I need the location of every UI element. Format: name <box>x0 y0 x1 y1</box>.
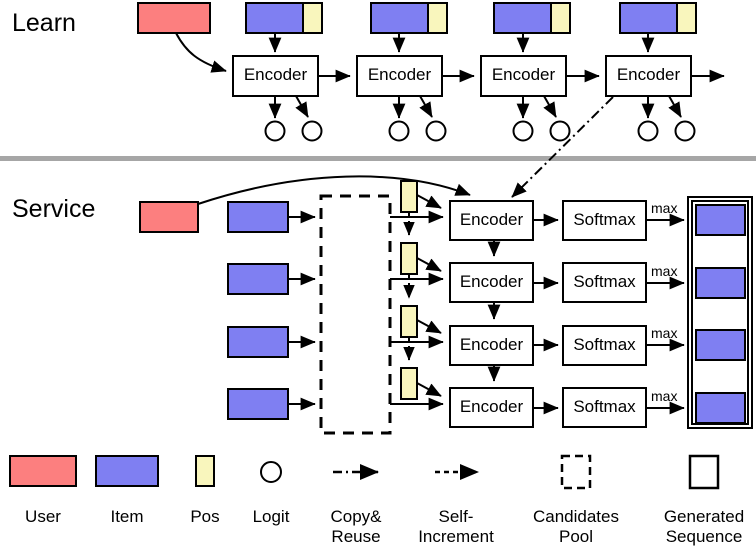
learn-encoder-label-2: Encoder <box>367 65 432 84</box>
learn-logit-group-1 <box>264 95 323 142</box>
learn-user-to-encoder-arrow <box>175 32 227 73</box>
softmax-label-1: Softmax <box>573 210 636 229</box>
learn-logit-circle <box>512 120 534 142</box>
max-label-3: max <box>651 325 678 341</box>
max-label-2: max <box>651 263 678 279</box>
service-item-block-2 <box>227 263 289 295</box>
learn-logit-group-2 <box>388 95 447 142</box>
legend-label-logit: Logit <box>252 507 290 526</box>
softmax-label-3: Softmax <box>573 335 636 354</box>
learn-input-block-4 <box>619 2 697 34</box>
service-encoder-box-1 <box>449 200 534 241</box>
legend-label-pos: Pos <box>190 507 220 526</box>
learn-section-title: Learn <box>12 9 76 37</box>
generated-sequence-item-3 <box>695 329 746 361</box>
learn-input-block-1 <box>245 2 323 34</box>
learn-logit-circle <box>425 120 447 142</box>
service-user-block <box>139 201 199 233</box>
learn-encoder-box-1 <box>232 55 319 97</box>
learn-input-block-2 <box>370 2 448 34</box>
learn-logit-circle <box>549 120 571 142</box>
max-label-4: max <box>651 388 678 404</box>
legend-item-swatch <box>95 455 159 487</box>
learn-logit-group-3 <box>512 95 571 142</box>
service-pos-block-2 <box>400 242 418 275</box>
pos-to-encoder-arrow-2 <box>416 257 442 272</box>
service-encoder-box-3 <box>449 325 534 366</box>
service-encoder-box-2 <box>449 262 534 303</box>
softmax-box-3 <box>562 325 647 366</box>
service-encoder-label-3: Encoder <box>459 335 524 354</box>
legend-logit-circle-icon <box>260 461 282 483</box>
service-user-to-encoder-arrow <box>197 175 471 205</box>
softmax-label-4: Softmax <box>573 397 636 416</box>
learn-encoder-label-4: Encoder <box>616 65 681 84</box>
generated-sequence-box-inner <box>691 200 749 425</box>
legend-label-item: Item <box>110 507 144 526</box>
service-item-block-1 <box>227 201 289 233</box>
legend-label-copy-reuse: Copy& Reuse <box>330 507 382 546</box>
legend-label-user: User <box>25 507 61 526</box>
service-encoder-label-4: Encoder <box>459 397 524 416</box>
learn-logit-group-4 <box>637 95 696 142</box>
pos-to-encoder-arrow-4 <box>416 382 442 397</box>
generated-sequence-item-2 <box>695 267 746 299</box>
legend-label-candidates-pool: Candidates Pool <box>532 507 619 546</box>
learn-encoder-label-3: Encoder <box>491 65 556 84</box>
service-encoder-label-2: Encoder <box>459 272 524 291</box>
softmax-box-2 <box>562 262 647 303</box>
learn-input-block-3 <box>493 2 571 34</box>
service-pos-block-1 <box>400 180 418 213</box>
legend-pos-swatch <box>195 455 215 487</box>
pos-to-encoder-arrow-3 <box>416 319 442 334</box>
service-pos-block-3 <box>400 305 418 338</box>
service-encoder-label-1: Encoder <box>459 210 524 229</box>
legend-candidates-pool-icon <box>560 454 592 490</box>
service-encoder-box-4 <box>449 387 534 428</box>
learn-user-block <box>137 2 211 34</box>
learn-logit-circle <box>388 120 410 142</box>
legend-generated-sequence-icon <box>688 454 720 490</box>
service-item-block-4 <box>227 388 289 420</box>
learn-logit-circle <box>674 120 696 142</box>
service-item-block-3 <box>227 326 289 358</box>
copy-reuse-arrow <box>511 96 614 198</box>
pos-to-encoder-arrow-1 <box>416 194 442 209</box>
learn-logit-circle <box>637 120 659 142</box>
learn-logit-circle <box>264 120 286 142</box>
candidates-pool-box <box>319 194 392 435</box>
generated-sequence-item-1 <box>695 204 746 236</box>
service-section-title: Service <box>12 195 96 223</box>
legend-label-self-increment: Self- Increment <box>418 507 494 546</box>
softmax-label-2: Softmax <box>573 272 636 291</box>
generated-sequence-item-4 <box>695 392 746 424</box>
learn-encoder-label-1: Encoder <box>243 65 308 84</box>
service-pos-block-4 <box>400 367 418 400</box>
learn-logit-circle <box>301 120 323 142</box>
legend-label-generated-sequence: Generated Sequence <box>663 507 745 546</box>
max-label-1: max <box>651 200 678 216</box>
learn-encoder-box-3 <box>480 55 567 97</box>
legend-user-swatch <box>9 455 77 487</box>
